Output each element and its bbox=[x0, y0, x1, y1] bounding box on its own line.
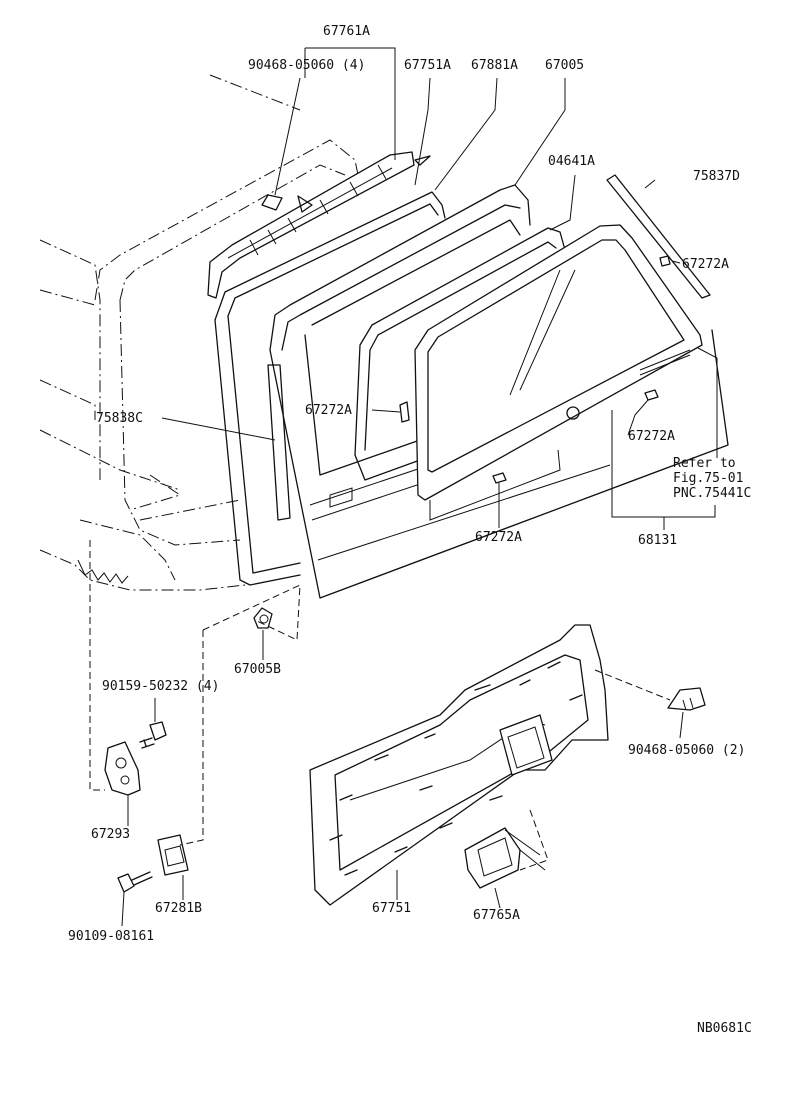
clip-67272A-markers bbox=[399, 255, 671, 484]
weatherstrip-67881A bbox=[214, 191, 446, 586]
stopper-67005B bbox=[253, 607, 273, 629]
label-67272A-right: 67272A bbox=[628, 429, 675, 444]
label-75837D: 75837D bbox=[693, 169, 740, 184]
label-67751A: 67751A bbox=[404, 58, 451, 73]
label-67293: 67293 bbox=[91, 827, 130, 842]
striker-67293 bbox=[104, 741, 141, 796]
bracket-67281B bbox=[157, 834, 189, 876]
part-labels: 67761A 90468-05060 (4) 67751A 67881A 670… bbox=[68, 24, 752, 1036]
label-90468-05060-2: 90468-05060 (2) bbox=[628, 743, 745, 758]
label-67765A: 67765A bbox=[473, 908, 520, 923]
label-refer-line1: Refer to bbox=[673, 456, 736, 471]
trim-board-67751 bbox=[309, 624, 609, 906]
label-refer-line2: Fig.75-01 bbox=[673, 471, 743, 486]
label-68131: 68131 bbox=[638, 533, 677, 548]
label-67005: 67005 bbox=[545, 58, 584, 73]
label-67272A-top: 67272A bbox=[682, 257, 729, 272]
label-67761A: 67761A bbox=[323, 24, 370, 39]
back-door-67005 bbox=[269, 184, 729, 599]
vehicle-body-outline bbox=[39, 74, 359, 591]
back-door-glass bbox=[414, 224, 703, 521]
label-90159-50232-4: 90159-50232 (4) bbox=[102, 679, 219, 694]
label-67005B: 67005B bbox=[234, 662, 281, 677]
moulding-75837D bbox=[606, 174, 711, 299]
label-refer-line3: PNC.75441C bbox=[673, 486, 751, 501]
phantom-leaders bbox=[89, 540, 671, 846]
label-67272A-left: 67272A bbox=[305, 403, 352, 418]
label-67281B: 67281B bbox=[155, 901, 202, 916]
cover-67765A bbox=[464, 809, 549, 889]
label-67272A-bottom: 67272A bbox=[475, 530, 522, 545]
label-67881A: 67881A bbox=[471, 58, 518, 73]
label-75838C: 75838C bbox=[96, 411, 143, 426]
bolt-90109-08161 bbox=[117, 871, 153, 893]
spoiler-67761A bbox=[207, 151, 431, 299]
label-90468-05060-4: 90468-05060 (4) bbox=[248, 58, 365, 73]
leader-lines bbox=[121, 47, 718, 927]
glass-weatherstrip-04641A bbox=[354, 227, 566, 481]
clip-90468-05060 bbox=[667, 687, 706, 711]
label-04641A: 04641A bbox=[548, 154, 595, 169]
diagram-code: NB0681C bbox=[697, 1021, 752, 1036]
bolt-90159-50232 bbox=[139, 721, 167, 749]
label-67751: 67751 bbox=[372, 901, 411, 916]
label-90109-08161: 90109-08161 bbox=[68, 929, 154, 944]
